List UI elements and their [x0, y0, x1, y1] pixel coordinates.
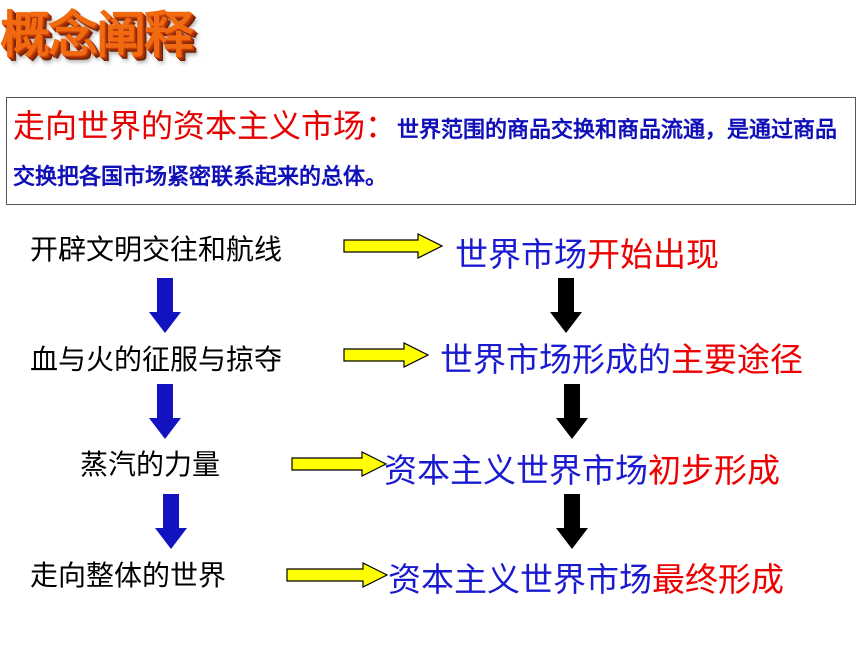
right-label-3-blue: 资本主义世界市场 — [384, 451, 648, 490]
right-label-4-blue: 资本主义世界市场 — [388, 560, 652, 599]
right-label-2-red: 主要途径 — [671, 340, 803, 379]
left-label-2: 血与火的征服与掠夺 — [30, 343, 283, 376]
blue-down-arrow-icon — [155, 494, 187, 549]
right-label-1-red: 开始出现 — [587, 235, 719, 274]
right-label-4: 资本主义世界市场最终形成 — [388, 553, 784, 601]
right-label-1-blue: 世界市场 — [455, 235, 587, 274]
right-arrow-icon — [343, 233, 444, 259]
definition-box: 走向世界的资本主义市场：世界范围的商品交换和商品流通，是通过商品交换把各国市场紧… — [6, 97, 856, 205]
right-arrow-icon — [343, 342, 430, 368]
right-label-2-blue: 世界市场形成的 — [440, 340, 671, 379]
right-label-3-red: 初步形成 — [648, 451, 780, 490]
right-label-4-red: 最终形成 — [652, 560, 784, 599]
black-down-arrow-icon — [550, 278, 582, 333]
definition-text: 世界范围的商品交换和商品流通，是通过商品交换把各国市场紧密联系起来的总体。 — [13, 118, 838, 190]
definition-term: 走向世界的资本主义市场： — [13, 107, 398, 145]
left-label-1: 开辟文明交往和航线 — [30, 233, 283, 266]
right-label-3: 资本主义世界市场初步形成 — [384, 444, 780, 492]
title-banner: 概念阐释 — [0, 5, 194, 64]
blue-down-arrow-icon — [149, 384, 181, 439]
blue-down-arrow-icon — [149, 278, 181, 333]
right-arrow-icon — [291, 451, 388, 477]
black-down-arrow-icon — [556, 384, 588, 439]
right-label-1: 世界市场开始出现 — [455, 228, 719, 276]
left-label-3: 蒸汽的力量 — [80, 448, 221, 481]
right-arrow-icon — [286, 562, 389, 588]
right-label-2: 世界市场形成的主要途径 — [440, 333, 803, 381]
black-down-arrow-icon — [556, 494, 588, 549]
left-label-4: 走向整体的世界 — [30, 559, 227, 592]
